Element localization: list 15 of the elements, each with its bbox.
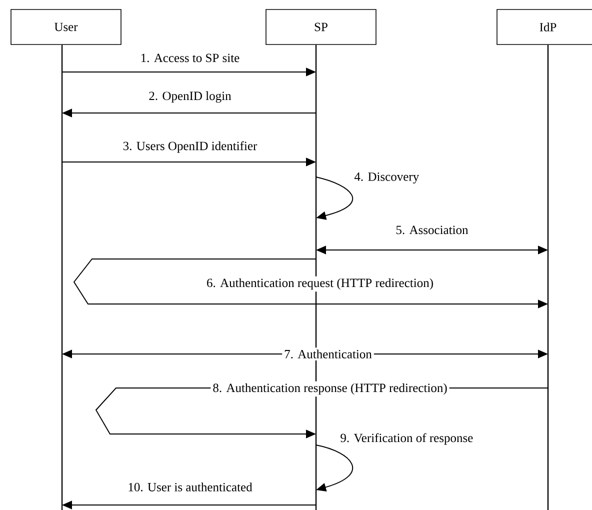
edge-label: 10. User is authenticated (128, 482, 252, 492)
edge-label: 5. Association (396, 226, 468, 234)
participant-box: User (10, 9, 122, 45)
edge-label: 7. Authentication (282, 348, 374, 360)
self-arrow (316, 176, 354, 220)
edge-label: 1. Access to SP site (141, 54, 240, 62)
participant-box: IdP (496, 9, 592, 45)
edge-label: 2. OpenID login (149, 91, 232, 103)
edge-label: 4. Discovery (354, 172, 420, 184)
edge-label: 3. Users OpenID identifier (123, 141, 258, 153)
edge-label: 8. Authentication response (HTTP redirection) (210, 381, 450, 397)
participant-box: SP (266, 9, 376, 45)
edge-label: 9. Verification of response (340, 433, 473, 445)
edge-label: 6. Authentication request (HTTP redirection) (204, 276, 436, 292)
self-arrow (316, 444, 354, 492)
